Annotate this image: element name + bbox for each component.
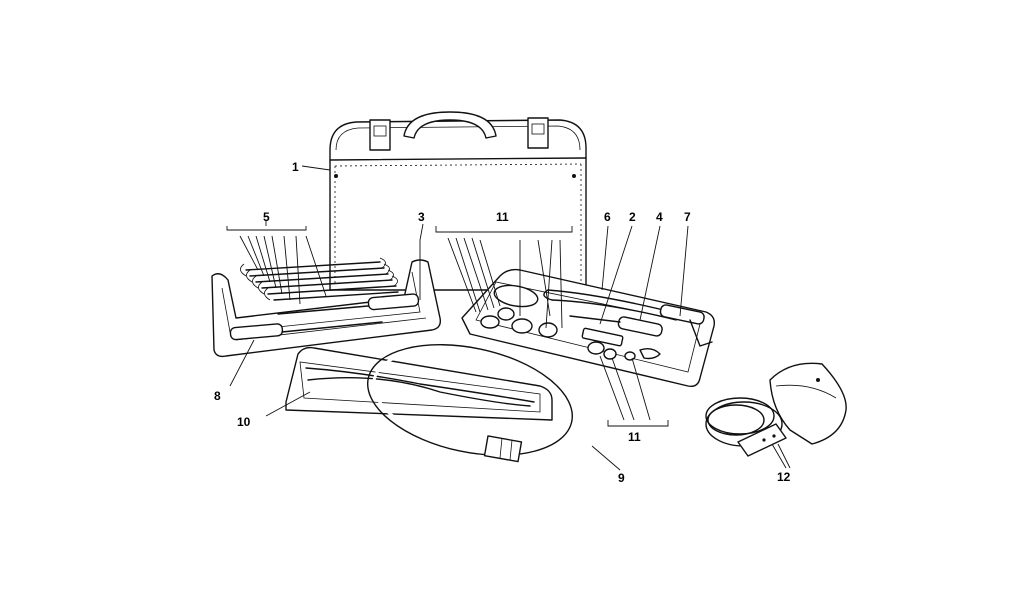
callout-label-8: 8 bbox=[214, 389, 221, 403]
callout-label-1: 1 bbox=[292, 160, 299, 174]
callout-labels: 1 3 5 11 6 2 4 7 8 10 11 9 12 bbox=[214, 160, 791, 485]
callout-label-5: 5 bbox=[263, 210, 270, 224]
callout-label-10: 10 bbox=[237, 415, 251, 429]
tool-case-briefcase bbox=[329, 111, 587, 291]
callout-label-2: 2 bbox=[629, 210, 636, 224]
callout-label-4: 4 bbox=[656, 210, 663, 224]
callout-label-12: 12 bbox=[777, 470, 791, 484]
leader-lines bbox=[226, 165, 791, 471]
inspection-lamp-with-pouch bbox=[705, 362, 847, 457]
drive-belt bbox=[366, 344, 574, 463]
callout-label-7: 7 bbox=[684, 210, 691, 224]
callout-label-9: 9 bbox=[618, 471, 625, 485]
callout-label-6: 6 bbox=[604, 210, 611, 224]
combination-wrenches bbox=[240, 257, 399, 301]
belt-tray bbox=[285, 346, 553, 421]
screwdriver-upper bbox=[277, 293, 420, 315]
callout-label-11-lower: 11 bbox=[628, 430, 641, 444]
screwdriver-lower bbox=[229, 321, 383, 341]
sockets bbox=[480, 307, 636, 361]
callout-label-3: 3 bbox=[418, 210, 425, 224]
tool-tray bbox=[461, 268, 716, 388]
callout-label-11-upper: 11 bbox=[496, 210, 509, 224]
